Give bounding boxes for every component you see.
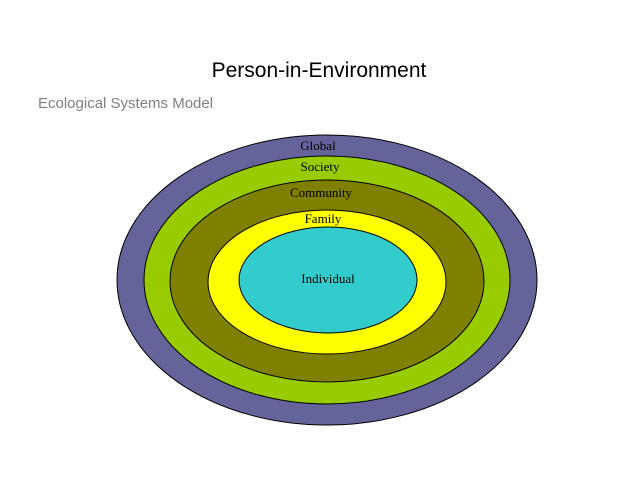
ring-individual [238,226,418,334]
ring-label-global: Global [300,138,336,153]
ring-label-society: Society [301,159,340,174]
ring-label-community: Community [290,185,353,200]
ring-label-individual: Individual [301,271,355,286]
ring-label-family: Family [305,211,342,226]
slide-subtitle: Ecological Systems Model [38,95,214,112]
slide-title: Person-in-Environment [211,59,427,82]
